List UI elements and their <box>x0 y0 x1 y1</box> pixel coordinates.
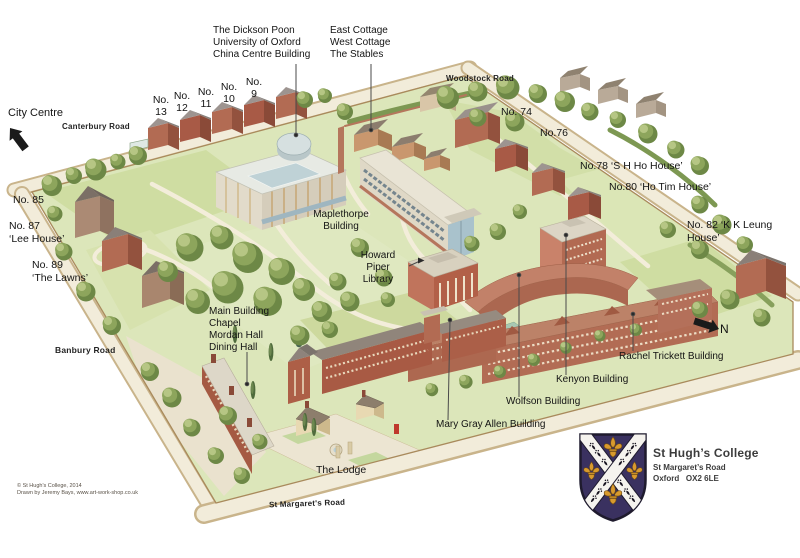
label-no12: No. 12 <box>173 90 191 114</box>
building-china-centre <box>214 132 348 230</box>
building-howard-piper-library <box>407 248 479 311</box>
label-no76: No.76 <box>540 127 569 139</box>
china-centre-courtyard <box>247 162 321 189</box>
label-no11: No. 11 <box>197 86 215 110</box>
label-no87-lee-house: No. 87 ‘Lee House’ <box>9 220 65 245</box>
perimeter-wall <box>31 75 794 504</box>
label-no10: No. 10 <box>220 81 238 105</box>
label-cottages-stables: East Cottage West Cottage The Stables <box>330 25 391 60</box>
label-no89-the-lawns: No. 89 ‘The Lawns’ <box>32 259 89 284</box>
building-kenyon-row <box>469 279 719 384</box>
buildings-layer <box>75 87 786 474</box>
building-maplethorpe <box>359 149 482 262</box>
building-gatehouse <box>335 390 385 459</box>
building-terrace-houses-9-13 <box>148 87 307 150</box>
road-label-banbury: Banbury Road <box>55 345 116 355</box>
road-label-woodstock: Woodstock Road <box>446 74 514 83</box>
label-maplethorpe: Maplethorpe Building <box>313 209 369 232</box>
phone-box <box>394 424 399 434</box>
label-wolfson: Wolfson Building <box>506 396 581 407</box>
chapel <box>288 338 318 404</box>
college-crest <box>579 433 647 522</box>
city-centre-label: City Centre <box>8 107 64 119</box>
label-no9: No. 9 <box>245 76 263 100</box>
credits: © St Hugh's College, 2014 Drawn by Jerem… <box>17 483 138 498</box>
label-mary-gray-allen: Mary Gray Allen Building <box>436 419 546 430</box>
college-name: St Hugh’s College <box>653 446 759 460</box>
city-centre-arrow-icon <box>9 128 29 152</box>
label-howard-piper: Howard Piper Library <box>360 250 396 285</box>
china-centre-round-tower <box>276 132 312 156</box>
label-kenyon: Kenyon Building <box>556 374 629 385</box>
building-woodstock-houses <box>455 102 601 220</box>
building-no82-kk-leung <box>736 250 786 300</box>
crest-address-block: St Hugh’s College St Margaret’s Road Oxf… <box>653 446 759 483</box>
label-no13: No. 13 <box>152 94 170 118</box>
label-rachel-trickett: Rachel Trickett Building <box>619 351 724 362</box>
north-arrow-icon <box>693 317 719 333</box>
label-no80-ho-tim: No.80 ‘Ho Tim House’ <box>609 181 712 193</box>
pointer-mary-gray-allen <box>447 320 451 421</box>
road-label-canterbury: Canterbury Road <box>62 122 130 131</box>
college-address-line2: Oxford OX2 6LE <box>653 474 719 483</box>
building-main-complex <box>201 306 506 474</box>
label-no74: No. 74 <box>501 106 532 118</box>
label-the-lodge: The Lodge <box>316 464 367 476</box>
label-no85: No. 85 <box>13 194 44 206</box>
pointer-lines <box>244 64 636 421</box>
college-address-line1: St Margaret’s Road <box>653 462 726 472</box>
label-no82-kk-leung: No. 82 ‘K K Leung House’ <box>687 219 773 244</box>
north-label: N <box>720 322 729 336</box>
label-no78-sh-ho: No.78 ‘S H Ho House’ <box>580 160 683 172</box>
label-main-building: Main Building Chapel Mordan Hall Dining … <box>209 306 270 353</box>
credits-artist: Drawn by Jeremy Bays, www.art-work-shop.… <box>17 490 139 497</box>
label-china-centre: The Dickson Poon University of Oxford Ch… <box>213 25 311 60</box>
credits-copyright: © St Hugh's College, 2014 <box>17 483 82 489</box>
